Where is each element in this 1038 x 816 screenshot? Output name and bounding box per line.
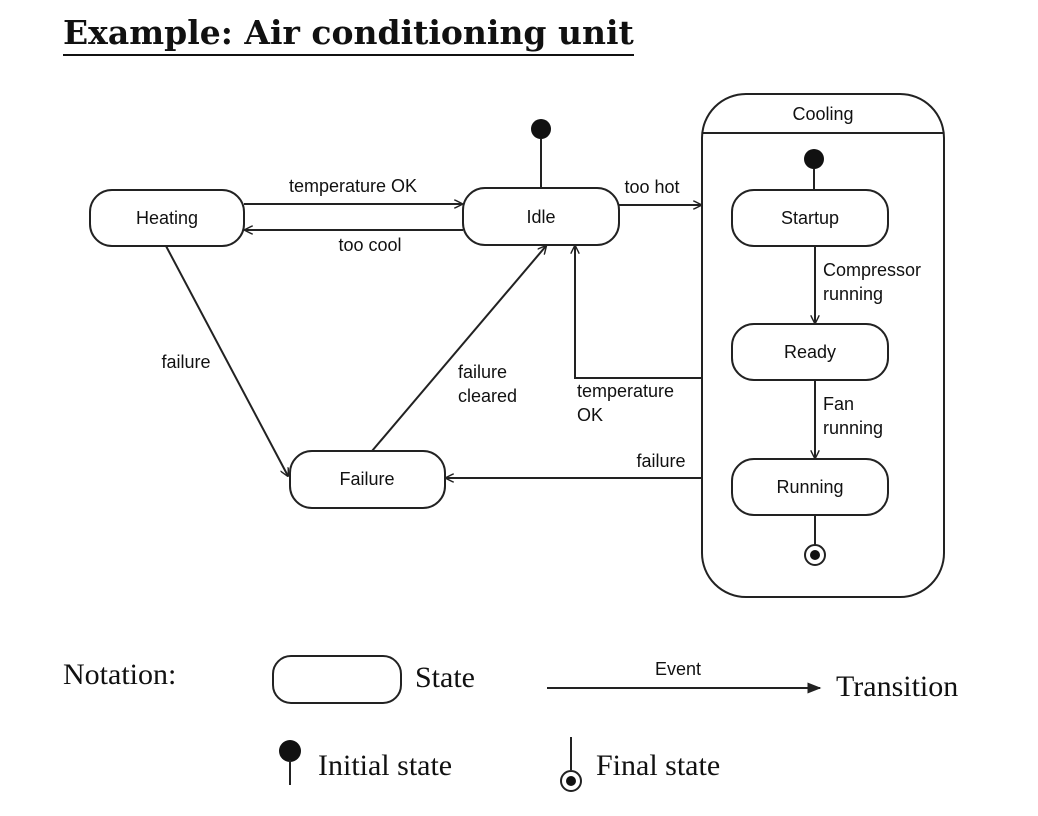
state-heating-label: Heating bbox=[136, 208, 198, 228]
notation-final-state-label: Final state bbox=[596, 749, 720, 782]
transition-label-fan-running-1: Fan bbox=[823, 394, 854, 414]
transition-heating-to-failure: failure bbox=[161, 245, 288, 476]
transition-heating-to-idle: temperature OK bbox=[244, 176, 462, 204]
transition-ready-to-running: Fan running bbox=[815, 380, 883, 458]
final-state-cooling bbox=[804, 515, 826, 566]
transition-label-temperature-ok-cooling-2: OK bbox=[577, 405, 603, 425]
state-idle-label: Idle bbox=[526, 207, 555, 227]
state-running: Running bbox=[731, 458, 889, 516]
transition-label-temperature-ok-cooling-1: temperature bbox=[577, 381, 674, 401]
transition-cooling-to-failure: failure bbox=[446, 451, 702, 478]
transition-idle-to-heating: too cool bbox=[245, 230, 463, 255]
page-title: Example: Air conditioning unit bbox=[63, 14, 634, 56]
transition-label-too-hot: too hot bbox=[624, 177, 679, 197]
initial-state-cooling bbox=[804, 149, 824, 190]
state-heating: Heating bbox=[89, 189, 245, 247]
state-idle: Idle bbox=[462, 187, 620, 246]
notation-state-shape bbox=[272, 655, 402, 704]
state-startup-label: Startup bbox=[781, 208, 839, 228]
notation-event-label: Event bbox=[655, 659, 701, 679]
transition-label-failure-cooling: failure bbox=[636, 451, 685, 471]
state-failure: Failure bbox=[289, 450, 446, 509]
notation-initial-state: Initial state bbox=[279, 740, 452, 785]
state-startup: Startup bbox=[731, 189, 889, 247]
notation-initial-state-label: Initial state bbox=[318, 749, 452, 782]
initial-state-icon bbox=[279, 740, 301, 762]
transition-startup-to-ready: Compressor running bbox=[815, 246, 921, 323]
transition-label-too-cool: too cool bbox=[338, 235, 401, 255]
transition-label-fan-running-2: running bbox=[823, 418, 883, 438]
transition-failure-to-idle: failure cleared bbox=[371, 246, 546, 452]
state-running-label: Running bbox=[776, 477, 843, 497]
transition-label-failure-heating: failure bbox=[161, 352, 210, 372]
notation-state-label: State bbox=[415, 661, 475, 694]
transition-label-compressor-running-1: Compressor bbox=[823, 260, 921, 280]
transition-cooling-to-idle: temperature OK bbox=[575, 246, 702, 425]
notation-final-state: Final state bbox=[560, 737, 720, 792]
notation-transition-label: Transition bbox=[836, 670, 958, 703]
state-ready-label: Ready bbox=[784, 342, 836, 362]
notation-heading: Notation: bbox=[63, 658, 176, 691]
transition-idle-to-cooling: too hot bbox=[619, 177, 701, 205]
state-ready: Ready bbox=[731, 323, 889, 381]
notation-transition: Event Transition bbox=[547, 659, 958, 703]
initial-state-idle bbox=[531, 119, 551, 188]
transition-label-failure-cleared-1: failure bbox=[458, 362, 507, 382]
state-cooling-label: Cooling bbox=[792, 104, 853, 124]
transition-label-compressor-running-2: running bbox=[823, 284, 883, 304]
notation-state: State bbox=[272, 655, 475, 704]
state-failure-label: Failure bbox=[339, 469, 394, 489]
transition-label-temperature-ok: temperature OK bbox=[289, 176, 417, 196]
notation-legend: Notation: State Event Transition Initial… bbox=[63, 655, 958, 792]
transition-label-failure-cleared-2: cleared bbox=[458, 386, 517, 406]
